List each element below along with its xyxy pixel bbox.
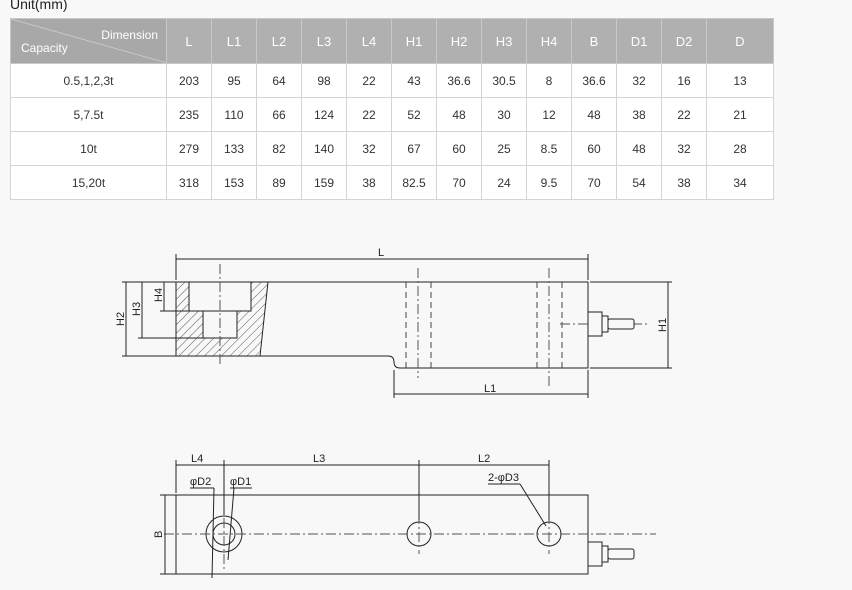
table-row: 5,7.5t 235 110 66 124 22 52 48 30 12 48 … xyxy=(10,97,774,132)
table-cell: 66 xyxy=(256,97,302,132)
header-L: L xyxy=(166,18,212,64)
table-cell: 48 xyxy=(616,131,662,166)
header-L2: L2 xyxy=(256,18,302,64)
table-cell: 48 xyxy=(436,97,482,132)
table-cell: 32 xyxy=(616,63,662,98)
table-cell: 203 xyxy=(166,63,212,98)
table-cell: 38 xyxy=(661,165,707,200)
table-cell: 16 xyxy=(661,63,707,98)
table-cell: 25 xyxy=(481,131,527,166)
capacity-label: Capacity xyxy=(21,41,68,55)
label-H1: H1 xyxy=(657,318,669,332)
label-L3: L3 xyxy=(313,453,325,465)
label-L1: L1 xyxy=(484,383,496,395)
table-cell: 32 xyxy=(346,131,392,166)
header-H2: H2 xyxy=(436,18,482,64)
table-cell: 24 xyxy=(481,165,527,200)
table-cell: 21 xyxy=(706,97,774,132)
header-H1: H1 xyxy=(391,18,437,64)
capacity-cell: 10t xyxy=(10,131,167,166)
table-cell: 9.5 xyxy=(526,165,572,200)
table-cell: 70 xyxy=(436,165,482,200)
capacity-cell: 5,7.5t xyxy=(10,97,167,132)
label-H3: H3 xyxy=(131,302,143,316)
table-cell: 8 xyxy=(526,63,572,98)
header-corner-cell: Dimension Capacity xyxy=(10,18,167,64)
table-cell: 82.5 xyxy=(391,165,437,200)
table-cell: 235 xyxy=(166,97,212,132)
header-L4: L4 xyxy=(346,18,392,64)
table-cell: 22 xyxy=(346,63,392,98)
table-cell: 67 xyxy=(391,131,437,166)
label-H2: H2 xyxy=(115,312,127,326)
label-L4: L4 xyxy=(191,453,203,465)
unit-label: Unit(mm) xyxy=(10,0,68,12)
label-L: L xyxy=(378,247,384,259)
connector-nut xyxy=(587,311,603,337)
header-H3: H3 xyxy=(481,18,527,64)
table-cell: 32 xyxy=(661,131,707,166)
body-outline xyxy=(175,281,589,369)
table-cell: 159 xyxy=(301,165,347,200)
table-cell: 279 xyxy=(166,131,212,166)
table-cell: 89 xyxy=(256,165,302,200)
table-cell: 82 xyxy=(256,131,302,166)
side-view xyxy=(122,254,672,398)
label-D2: φD2 xyxy=(190,476,211,488)
label-D1: φD1 xyxy=(230,476,251,488)
dimension-table: Dimension Capacity L L1 L2 L3 L4 H1 H2 H… xyxy=(10,18,774,200)
table-cell: 38 xyxy=(616,97,662,132)
table-cell: 52 xyxy=(391,97,437,132)
table-header-row: Dimension Capacity L L1 L2 L3 L4 H1 H2 H… xyxy=(10,18,774,64)
table-cell: 153 xyxy=(211,165,257,200)
table-cell: 48 xyxy=(571,97,617,132)
dimension-label: Dimension xyxy=(101,28,158,42)
table-cell: 60 xyxy=(436,131,482,166)
table-cell: 34 xyxy=(706,165,774,200)
table-cell: 318 xyxy=(166,165,212,200)
capacity-cell: 15,20t xyxy=(10,165,167,200)
header-D2: D2 xyxy=(661,18,707,64)
table-cell: 36.6 xyxy=(571,63,617,98)
table-cell: 60 xyxy=(571,131,617,166)
table-cell: 8.5 xyxy=(526,131,572,166)
table-row: 15,20t 318 153 89 159 38 82.5 70 24 9.5 … xyxy=(10,165,774,200)
connector-cable xyxy=(607,318,635,330)
corner-diagonal xyxy=(11,19,167,63)
center-lines xyxy=(219,264,648,388)
label-H4: H4 xyxy=(153,288,165,302)
capacity-cell: 0.5,1,2,3t xyxy=(10,63,167,98)
table-cell: 54 xyxy=(616,165,662,200)
label-B: B xyxy=(153,531,165,538)
table-cell: 38 xyxy=(346,165,392,200)
table-cell: 98 xyxy=(301,63,347,98)
header-B: B xyxy=(571,18,617,64)
header-L3: L3 xyxy=(301,18,347,64)
top-view xyxy=(160,460,656,579)
table-cell: 36.6 xyxy=(436,63,482,98)
table-cell: 30.5 xyxy=(481,63,527,98)
table-cell: 28 xyxy=(706,131,774,166)
label-D3: 2-φD3 xyxy=(488,472,519,484)
table-cell: 70 xyxy=(571,165,617,200)
table-row: 0.5,1,2,3t 203 95 64 98 22 43 36.6 30.5 … xyxy=(10,63,774,98)
hidden-lines xyxy=(405,282,563,368)
label-L2: L2 xyxy=(478,453,490,465)
table-cell: 124 xyxy=(301,97,347,132)
table-cell: 64 xyxy=(256,63,302,98)
table-cell: 30 xyxy=(481,97,527,132)
table-cell: 43 xyxy=(391,63,437,98)
table-cell: 22 xyxy=(661,97,707,132)
